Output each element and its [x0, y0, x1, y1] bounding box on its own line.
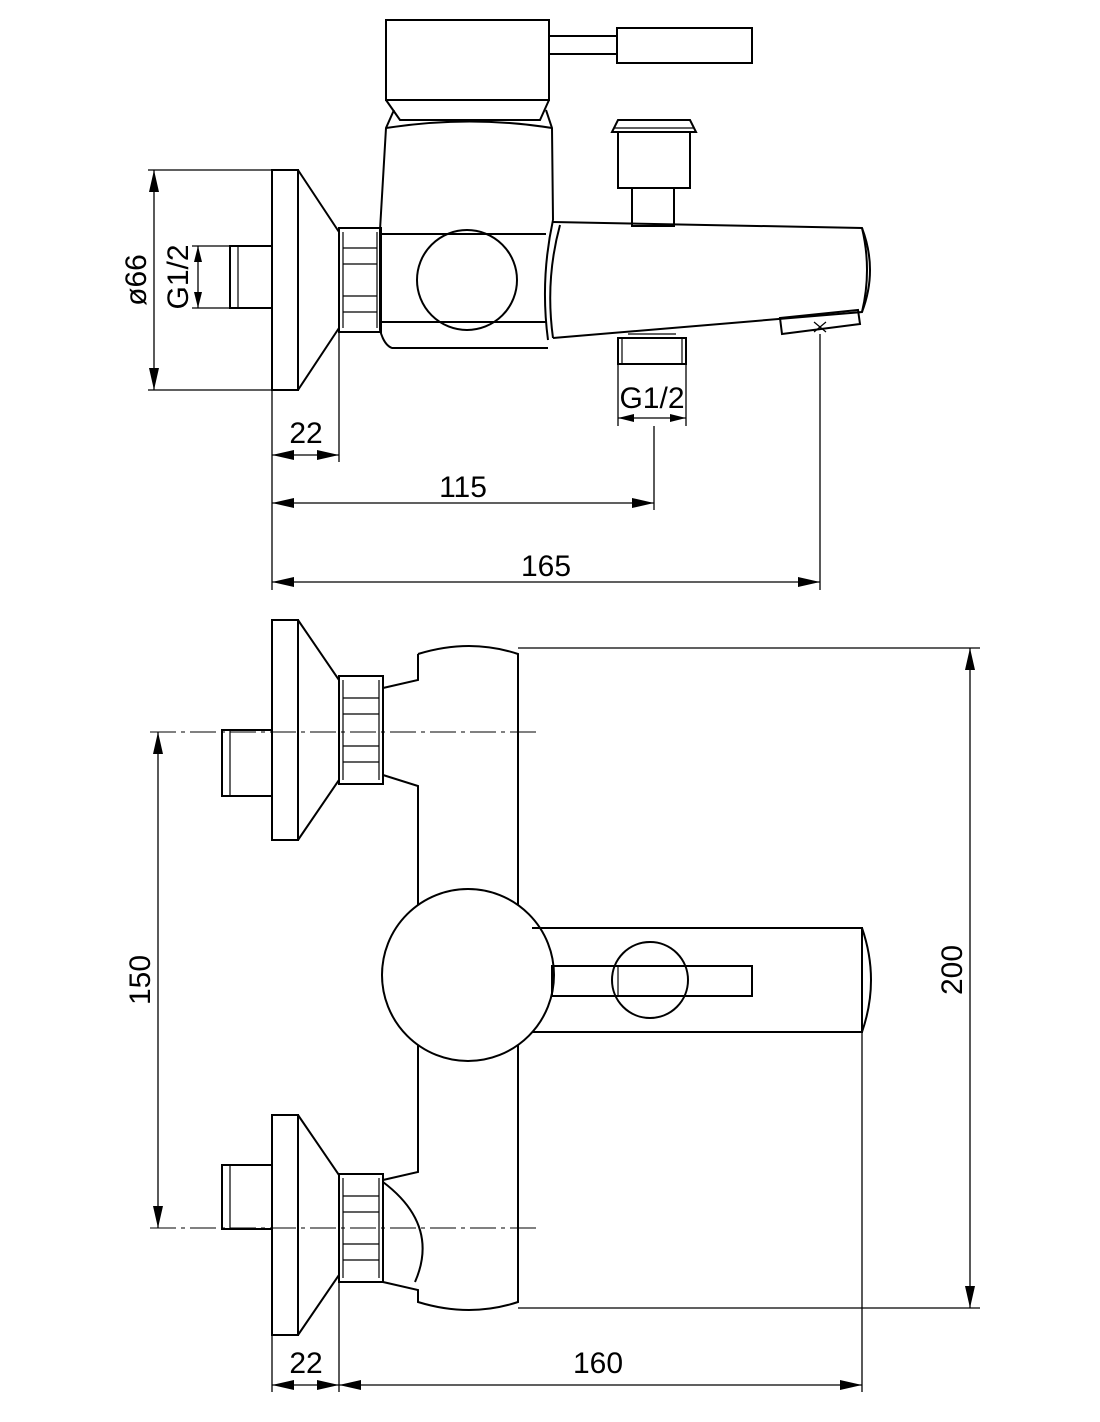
dim-total-length: 165 [272, 334, 821, 590]
lever-handle [385, 19, 753, 121]
dim-width-front: 22 [271, 1282, 340, 1392]
front-view: 150 200 22 160 [124, 619, 980, 1392]
dim-height: 200 [936, 648, 975, 1308]
wall-flange-bottom [221, 1114, 340, 1336]
dim-outlet-thread: G1/2 [617, 364, 687, 426]
spout-front [532, 927, 872, 1033]
spout-side [543, 219, 871, 341]
dim-inlet-spacing: 150 [124, 732, 163, 1228]
width-front-label: 22 [289, 1347, 322, 1380]
cartridge-body [379, 109, 554, 349]
total-length-label: 165 [521, 550, 571, 583]
wall-flange-side [229, 169, 340, 391]
main-body-front [382, 645, 980, 1311]
dim-outlet-distance: 115 [272, 426, 655, 510]
mixer-cartridge-front [381, 888, 555, 1062]
height-label: 200 [936, 945, 969, 995]
dim-diameter: ø66 [120, 169, 272, 391]
hex-nut-top [338, 675, 384, 785]
diverter-knob [610, 119, 698, 227]
dim-inlet-thread: G1/2 [162, 244, 230, 310]
outlet-connector [617, 333, 687, 365]
hex-nut-side [338, 227, 382, 333]
outlet-distance-label: 115 [439, 471, 487, 504]
inlet-thread-label: G1/2 [162, 244, 195, 309]
inlet-spacing-label: 150 [124, 955, 157, 1005]
projection-label: 160 [573, 1347, 623, 1380]
dim-projection: 160 [339, 1032, 863, 1392]
width-side-label: 22 [289, 417, 322, 450]
wall-flange-top [221, 619, 340, 841]
side-view: ø66 G1/2 G1/2 22 [120, 19, 871, 590]
dim-width-side: 22 [271, 332, 340, 590]
lever-front [551, 941, 753, 1019]
outlet-thread-label: G1/2 [619, 382, 684, 415]
flange-diameter-label: ø66 [120, 254, 153, 306]
spout-aerator [778, 308, 862, 336]
